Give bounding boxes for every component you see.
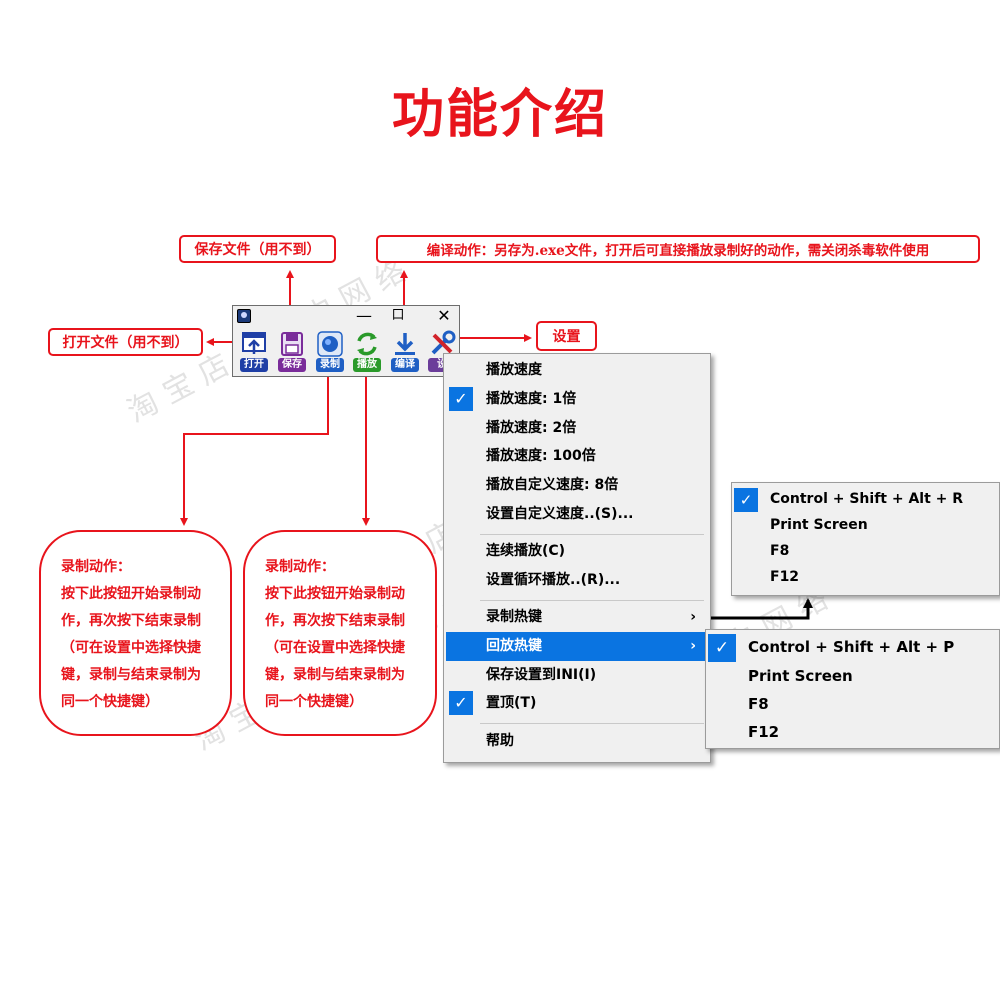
bubble-line: 同一个快捷键）: [61, 694, 159, 710]
record-icon: [317, 331, 343, 357]
checkmark-icon: ✓: [449, 691, 473, 715]
save-callout: 保存文件（用不到）: [179, 235, 336, 263]
arrow-to-record-bubble: [180, 374, 329, 526]
menu-item-set-custom-speed[interactable]: 设置自定义速度..(S)...: [446, 500, 710, 529]
play-button[interactable]: 播放: [350, 330, 384, 374]
arrow-record-hotkey-submenu: [692, 598, 813, 620]
bubble-line: 键，录制与结束录制为: [61, 667, 201, 683]
menu-item-label: 置顶(T): [486, 695, 537, 711]
menu-item-label: 回放热键: [486, 638, 542, 654]
menu-item-label: 播放自定义速度: 8倍: [486, 477, 619, 493]
play-hotkey-option[interactable]: F12: [748, 723, 780, 741]
settings-callout: 设置: [536, 321, 597, 351]
menu-item-label: 连续播放(C): [486, 543, 566, 559]
compile-callout: 编译动作：另存为.exe文件，打开后可直接播放录制好的动作，需关闭杀毒软件使用: [376, 235, 980, 263]
menu-item-label: 播放速度: 100倍: [486, 448, 596, 464]
play-hotkey-option[interactable]: Control + Shift + Alt + P: [748, 638, 955, 656]
menu-item-label: 设置自定义速度..(S)...: [486, 506, 634, 522]
toolbar-window: — 口 ✕ 打开 保存 录制 播放: [232, 305, 460, 377]
maximize-button[interactable]: 口: [391, 308, 405, 323]
menu-item-label: 播放速度: 1倍: [486, 391, 577, 407]
menu-item-label: 播放速度: 2倍: [486, 420, 577, 436]
checkmark-icon: ✓: [734, 488, 758, 512]
menu-item-save-ini[interactable]: 保存设置到INI(I): [446, 661, 710, 690]
play-hotkey-submenu: ✓ Control + Shift + Alt + P Print Screen…: [705, 629, 1000, 749]
menu-item-continuous-play[interactable]: 连续播放(C): [446, 537, 710, 566]
bubble-line: 按下此按钮开始录制动: [61, 586, 201, 602]
replay-cycle-icon: [357, 332, 377, 356]
open-file-icon: [242, 332, 266, 354]
open-button[interactable]: 打开: [237, 330, 271, 374]
menu-separator: [480, 723, 704, 724]
save-button-label: 保存: [278, 358, 306, 372]
menu-item-always-on-top[interactable]: ✓ 置顶(T): [446, 689, 710, 718]
record-hotkey-option[interactable]: Print Screen: [770, 517, 868, 533]
menu-item-speed-1x[interactable]: ✓ 播放速度: 1倍: [446, 385, 710, 414]
record-hotkey-option[interactable]: F12: [770, 569, 800, 585]
menu-item-label: 录制热键: [486, 609, 542, 625]
record-hotkey-option[interactable]: Control + Shift + Alt + R: [770, 491, 964, 507]
checkmark-icon: ✓: [449, 387, 473, 411]
record-hotkey-option[interactable]: F8: [770, 543, 790, 559]
bubble-line: 同一个快捷键）: [265, 694, 363, 710]
floppy-disk-icon: [281, 332, 303, 356]
compile-button-label: 编译: [391, 358, 419, 372]
record-bubble: 录制动作： 按下此按钮开始录制动 作，再次按下结束录制 （可在设置中选择快捷 键…: [39, 530, 232, 736]
bubble-line: 作，再次按下结束录制: [265, 613, 405, 629]
play-hotkey-option[interactable]: F8: [748, 695, 769, 713]
bubble-line: 键，录制与结束录制为: [265, 667, 405, 683]
open-callout: 打开文件（用不到）: [48, 328, 203, 356]
menu-item-record-hotkey[interactable]: 录制热键 ›: [446, 603, 710, 632]
play-hotkey-option[interactable]: Print Screen: [748, 667, 853, 685]
submenu-arrow-icon: ›: [690, 609, 696, 625]
menu-item-playback-speed[interactable]: 播放速度: [446, 356, 710, 385]
bubble-line: 录制动作：: [265, 559, 335, 575]
minimize-button[interactable]: —: [356, 306, 372, 325]
submenu-arrow-icon: ›: [690, 638, 696, 654]
menu-item-loop-play[interactable]: 设置循环播放..(R)...: [446, 566, 710, 595]
record-button[interactable]: 录制: [313, 330, 347, 374]
bubble-line: 作，再次按下结束录制: [61, 613, 201, 629]
menu-item-play-hotkey[interactable]: 回放热键 ›: [446, 632, 710, 661]
menu-separator: [480, 600, 704, 601]
settings-context-menu: 播放速度 ✓ 播放速度: 1倍 播放速度: 2倍 播放速度: 100倍 播放自定义…: [443, 353, 711, 763]
play-bubble: 录制动作： 按下此按钮开始录制动 作，再次按下结束录制 （可在设置中选择快捷 键…: [243, 530, 437, 736]
menu-item-label: 播放速度: [486, 362, 542, 378]
record-hotkey-submenu: ✓ Control + Shift + Alt + R Print Screen…: [731, 482, 1000, 596]
menu-separator: [480, 534, 704, 535]
menu-item-speed-100x[interactable]: 播放速度: 100倍: [446, 442, 710, 471]
page-title: 功能介绍: [391, 85, 608, 145]
record-button-label: 录制: [316, 358, 344, 372]
menu-item-custom-speed[interactable]: 播放自定义速度: 8倍: [446, 471, 710, 500]
download-arrow-icon: [395, 333, 415, 355]
save-button[interactable]: 保存: [275, 330, 309, 374]
menu-item-label: 设置循环播放..(R)...: [486, 572, 621, 588]
bubble-line: 录制动作：: [61, 559, 131, 575]
checkmark-icon: ✓: [708, 634, 736, 662]
wrench-screwdriver-icon: [431, 330, 456, 355]
open-button-label: 打开: [240, 358, 268, 372]
menu-item-speed-2x[interactable]: 播放速度: 2倍: [446, 414, 710, 443]
bubble-line: （可在设置中选择快捷: [265, 640, 405, 656]
compile-button[interactable]: 编译: [388, 330, 422, 374]
bubble-line: 按下此按钮开始录制动: [265, 586, 405, 602]
menu-item-help[interactable]: 帮助: [446, 727, 710, 756]
close-button[interactable]: ✕: [437, 306, 451, 325]
menu-item-label: 帮助: [486, 733, 514, 749]
bubble-line: （可在设置中选择快捷: [61, 640, 201, 656]
menu-item-label: 保存设置到INI(I): [486, 667, 597, 683]
app-icon: [237, 309, 251, 323]
play-button-label: 播放: [353, 358, 381, 372]
